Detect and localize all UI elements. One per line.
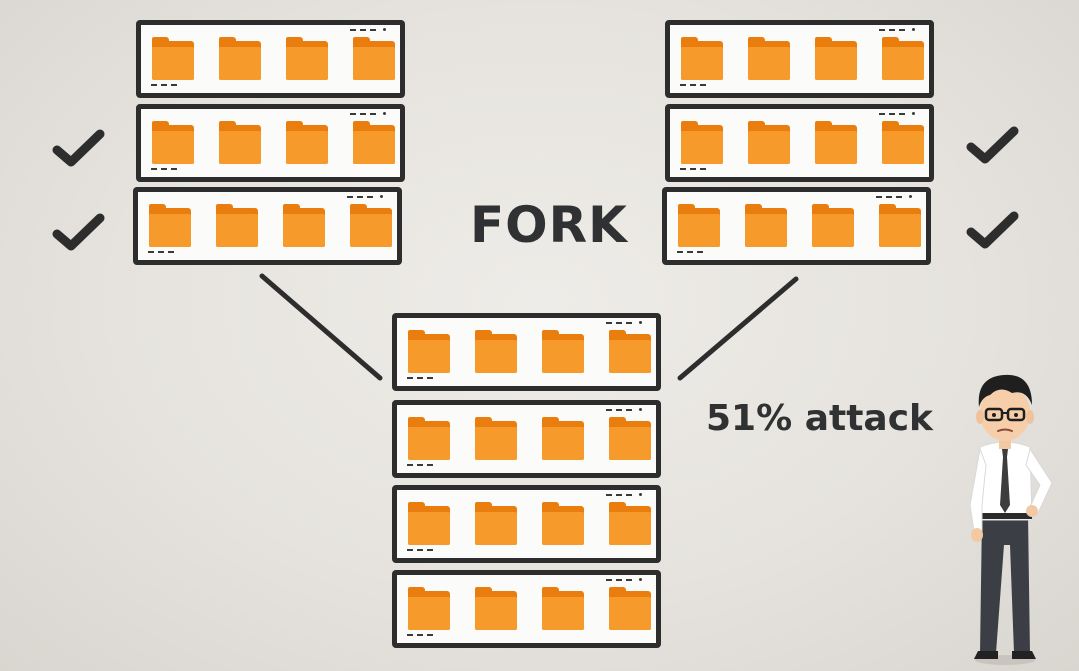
folder-icon [748,121,790,164]
attack-label: 51% attack [706,398,933,439]
folder-icon [542,587,584,630]
folder-icon [815,121,857,164]
right-branch-block-2 [665,104,934,182]
fork-label: FORK [470,196,628,254]
folder-icon [542,502,584,545]
folder-icon [681,121,723,164]
right-branch-block-1 [665,20,934,98]
folder-icon [542,330,584,373]
folder-icon [882,37,924,80]
folder-icon [408,502,450,545]
folder-icon [475,417,517,460]
right-fork-line [677,276,799,381]
left-branch-block-2 [136,104,405,182]
folder-icon [815,37,857,80]
folder-icon [609,417,651,460]
folder-icon [286,37,328,80]
checkmark-icon [52,213,105,251]
folder-icon [408,587,450,630]
folder-icon [609,330,651,373]
folder-icon [748,37,790,80]
folder-icon [609,587,651,630]
folder-icon [219,37,261,80]
folder-icon [283,204,325,247]
folder-icon [681,37,723,80]
folder-icon [219,121,261,164]
folder-icon [678,204,720,247]
main-chain-block-1 [392,313,661,391]
main-chain-block-4 [392,570,661,648]
folder-icon [879,204,921,247]
businessman-illustration [969,374,1053,665]
checkmark-icon [966,126,1019,164]
folder-icon [408,330,450,373]
folder-icon [609,502,651,545]
folder-icon [745,204,787,247]
folder-icon [542,417,584,460]
folder-icon [350,204,392,247]
folder-icon [353,121,395,164]
main-chain-block-2 [392,400,661,478]
folder-icon [882,121,924,164]
folder-icon [475,587,517,630]
main-chain-block-3 [392,485,661,563]
folder-icon [353,37,395,80]
checkmark-icon [966,211,1019,249]
checkmark-icon [52,129,105,167]
folder-icon [812,204,854,247]
folder-icon [152,121,194,164]
folder-icon [408,417,450,460]
folder-icon [475,502,517,545]
folder-icon [152,37,194,80]
right-branch-block-3 [662,187,931,265]
left-branch-block-1 [136,20,405,98]
folder-icon [216,204,258,247]
folder-icon [149,204,191,247]
folder-icon [475,330,517,373]
folder-icon [286,121,328,164]
left-fork-line [259,273,383,381]
left-branch-block-3 [133,187,402,265]
